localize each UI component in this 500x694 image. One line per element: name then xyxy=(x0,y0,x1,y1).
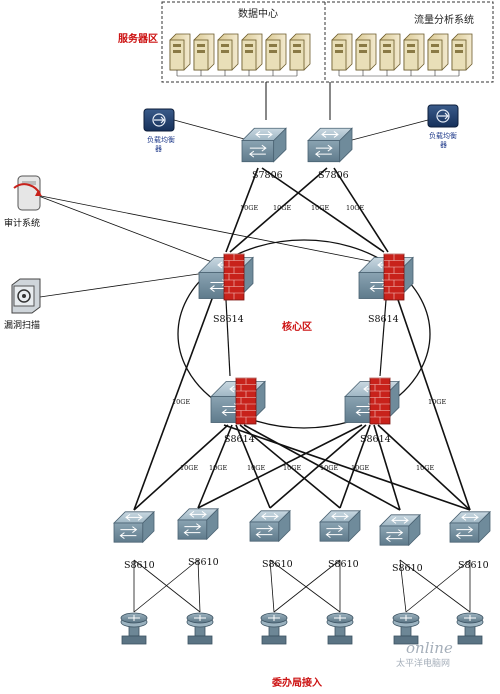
network-links xyxy=(35,82,471,613)
link-label: 10GE xyxy=(346,204,364,212)
link-label: 10GE xyxy=(283,464,301,472)
switch-s8610-3 xyxy=(249,509,291,543)
server-icon xyxy=(217,33,239,76)
switch-label: S8614 xyxy=(360,434,391,445)
link-label: 10GE xyxy=(247,464,265,472)
audit-system: 审计系统 xyxy=(4,175,42,229)
switch-s7806-left xyxy=(241,127,287,163)
switch-label: S8614 xyxy=(213,314,244,325)
server-icon xyxy=(289,33,311,76)
router-icon xyxy=(120,612,148,645)
link-labels: 10GE 10GE 10GE 10GE 10GE 10GE 10GE 10GE … xyxy=(172,204,446,472)
load-balancer-label: 器 xyxy=(155,145,162,153)
device-labels: S7806 S7806 S8614 S8614 S8614 S8614 S861… xyxy=(124,170,489,574)
link-label: 10GE xyxy=(311,204,329,212)
switch-label: S7806 xyxy=(318,170,349,181)
link-label: 10GE xyxy=(416,464,434,472)
server-icon xyxy=(265,33,287,76)
core-zone-label: 核心区 xyxy=(282,320,312,333)
switch-label: S8610 xyxy=(392,563,423,574)
switch-label: S8614 xyxy=(224,434,255,445)
link-label: 10GE xyxy=(209,464,227,472)
server-icon xyxy=(451,33,473,76)
link-label: 10GE xyxy=(428,398,446,406)
core-ring xyxy=(177,239,431,429)
router-icon xyxy=(186,612,214,645)
link-label: 10GE xyxy=(180,464,198,472)
audit-system-label: 审计系统 xyxy=(4,217,40,229)
load-balancer-label: 负载均衡 xyxy=(429,131,457,140)
datacenter-servers xyxy=(169,33,311,77)
watermark-brand: online xyxy=(406,639,453,657)
switch-s7806-right xyxy=(307,127,353,163)
switch-s8610-2 xyxy=(177,507,219,541)
datacenter-label: 数据中心 xyxy=(238,7,278,20)
network-devices xyxy=(113,127,491,645)
switch-label: S8610 xyxy=(458,560,489,571)
watermark-logo: online 太平洋电脑网 xyxy=(396,639,453,669)
server-icon xyxy=(427,33,449,76)
server-icon xyxy=(379,33,401,76)
load-balancer-label: 负载均衡 xyxy=(147,135,175,144)
switch-label: S7806 xyxy=(252,170,283,181)
switch-label: S8614 xyxy=(368,314,399,325)
server-icon xyxy=(169,33,191,76)
router-icon xyxy=(326,612,354,645)
switch-label: S8610 xyxy=(124,560,155,571)
switch-s8610-1 xyxy=(113,510,155,544)
switch-s8610-4 xyxy=(319,509,361,543)
firewall-icon xyxy=(383,253,405,301)
switch-s8610-5 xyxy=(379,513,421,547)
router-icon xyxy=(392,612,420,645)
switch-label: S8610 xyxy=(262,559,293,570)
load-balancer-left: 负载均衡 器 xyxy=(143,108,175,153)
switch-s8610-6 xyxy=(449,510,491,544)
load-balancer-right: 负载均衡 器 xyxy=(427,104,459,149)
traffic-analysis-servers xyxy=(331,33,473,77)
watermark-sub: 太平洋电脑网 xyxy=(396,657,450,669)
link-label: 10GE xyxy=(273,204,291,212)
access-zone-label: 委办局接入 xyxy=(271,676,322,689)
server-icon xyxy=(355,33,377,76)
link-label: 10GE xyxy=(172,398,190,406)
link-label: 10GE xyxy=(320,464,338,472)
vuln-scanner-label: 漏洞扫描 xyxy=(4,319,40,331)
traffic-analysis-label: 流量分析系统 xyxy=(414,13,474,26)
server-icon xyxy=(193,33,215,76)
switch-label: S8610 xyxy=(328,559,359,570)
router-icon xyxy=(260,612,288,645)
load-balancer-label: 器 xyxy=(440,141,447,149)
link-label: 10GE xyxy=(240,204,258,212)
server-icon xyxy=(241,33,263,76)
vuln-scanner: 漏洞扫描 xyxy=(4,278,41,331)
server-zone: 数据中心 流量分析系统 服务器区 xyxy=(118,1,494,83)
server-zone-label: 服务器区 xyxy=(118,32,158,45)
server-icon xyxy=(403,33,425,76)
firewall-icon xyxy=(369,377,391,425)
switch-label: S8610 xyxy=(188,557,219,568)
link-label: 10GE xyxy=(351,464,369,472)
firewall-icon xyxy=(235,377,257,425)
server-icon xyxy=(331,33,353,76)
firewall-icon xyxy=(223,253,245,301)
router-icon xyxy=(456,612,484,645)
